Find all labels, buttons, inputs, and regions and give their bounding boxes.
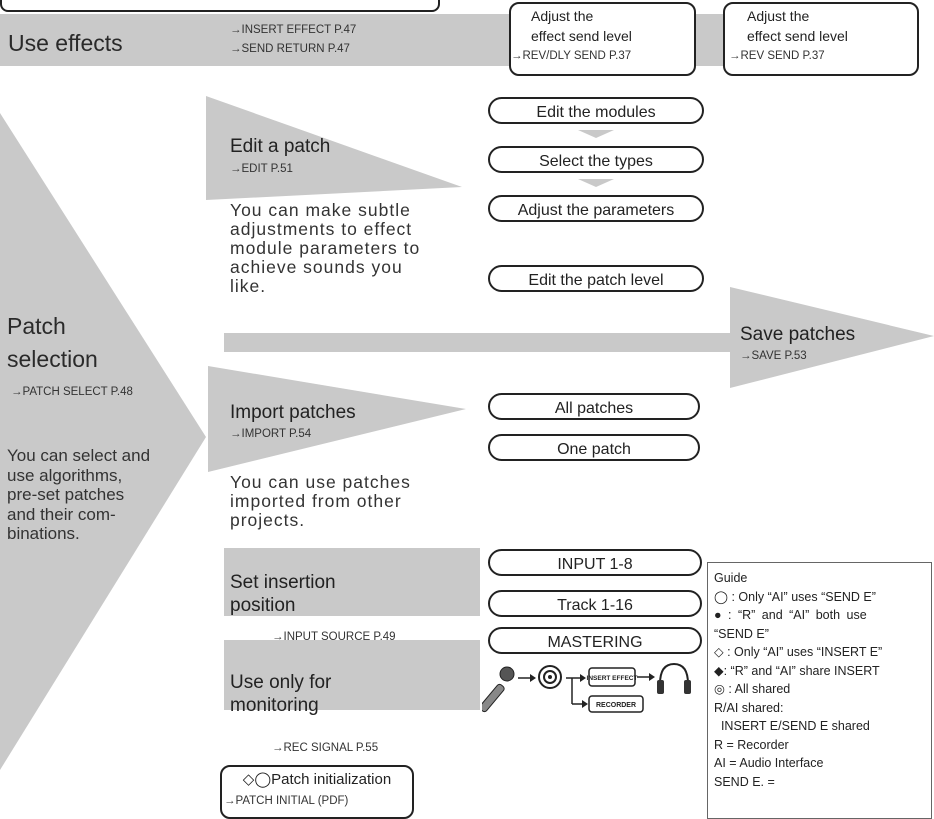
arrow-icon <box>637 673 655 681</box>
patch-desc-line: and their com- <box>7 504 116 524</box>
send-level-box-2: Adjust the effect send level →REV SEND P… <box>723 2 919 76</box>
import-all-option: All patches <box>488 393 700 420</box>
signal-flow-diagram: INSERT EFFECT RECORDER <box>482 662 691 713</box>
edit-desc-line: You can make subtle <box>230 200 411 220</box>
recorder-label: RECORDER <box>596 702 636 709</box>
monitoring-arrow <box>224 640 480 710</box>
guide-line: ● : “R” and “AI” both use <box>714 608 867 622</box>
select-types-step: Select the types <box>488 146 704 173</box>
patch-desc-line: pre-set patches <box>7 485 125 504</box>
import-ref: →IMPORT P.54 <box>230 428 312 440</box>
guide-box: Guide ◯ : Only “AI” uses “SEND E” ● : “R… <box>707 562 932 819</box>
guide-line: SEND E. = <box>714 774 775 789</box>
patch-select-ref: →PATCH SELECT P.48 <box>11 386 133 398</box>
top-tab <box>0 0 440 12</box>
import-arrow <box>208 366 466 472</box>
import-desc-line: imported from other <box>230 491 402 511</box>
edit-arrow <box>206 96 462 200</box>
monitoring-title: Use only for monitoring <box>230 671 331 717</box>
track-option: Track 1-16 <box>488 590 702 617</box>
insertion-title-line2: position <box>230 595 296 616</box>
mastering-option: MASTERING <box>488 627 702 654</box>
input-jack-icon <box>538 665 562 689</box>
import-desc-line: projects. <box>230 510 306 530</box>
guide-line: ◇ : Only “AI” uses “INSERT E” <box>714 645 883 659</box>
import-one-option: One patch <box>488 434 700 461</box>
patch-description: You can select and use algorithms, pre-s… <box>7 446 150 544</box>
edit-description: You can make subtle adjustments to effec… <box>230 201 420 296</box>
monitoring-title-line1: Use only for <box>230 672 332 693</box>
edit-desc-line: achieve sounds you <box>230 257 403 277</box>
edit-desc-line: module parameters to <box>230 238 421 258</box>
patch-init-box: ◇◯Patch initialization →PATCH INITIAL (P… <box>220 765 414 819</box>
send-box-1-ref: →REV/DLY SEND P.37 <box>511 50 632 62</box>
recorder-box <box>588 695 644 713</box>
patch-title-line2: selection <box>7 346 98 372</box>
send-box-2-ref: →REV SEND P.37 <box>729 50 825 62</box>
monitoring-ref: →REC SIGNAL P.55 <box>272 742 379 754</box>
patch-selection-arrow <box>0 113 206 770</box>
import-title: Import patches <box>230 402 356 423</box>
headphones-icon <box>657 662 691 694</box>
edit-title: Edit a patch <box>230 136 331 157</box>
insertion-title-line1: Set insertion <box>230 572 336 593</box>
guide-line: AI = Audio Interface <box>714 756 824 770</box>
patch-init-label: ◇◯Patch initialization <box>242 771 392 788</box>
insertion-title: Set insertion position <box>230 571 336 617</box>
guide-line: Guide <box>714 571 748 585</box>
effects-ref-send: →SEND RETURN P.47 <box>230 43 350 55</box>
send-level-box-1: Adjust the effect send level →REV/DLY SE… <box>509 2 696 76</box>
send-box-1-line1: Adjust the <box>531 8 594 24</box>
send-box-2-line2: effect send level <box>747 28 848 44</box>
patch-title-line1: Patch <box>7 313 66 339</box>
insertion-ref: →INPUT SOURCE P.49 <box>272 631 396 643</box>
effects-ref-insert: →INSERT EFFECT P.47 <box>230 24 357 36</box>
guide-line: “SEND E” <box>714 626 769 641</box>
effects-title: Use effects <box>8 30 123 56</box>
edit-patch-level-step: Edit the patch level <box>488 265 704 292</box>
patch-selection-title: Patch selection <box>7 310 98 376</box>
edit-ref: →EDIT P.51 <box>230 163 293 175</box>
step-down-arrow-2 <box>578 179 614 187</box>
step-down-arrow-1 <box>578 130 614 138</box>
patch-desc-line: use algorithms, <box>7 465 123 485</box>
guide-line: R/AI shared: <box>714 700 784 715</box>
monitoring-title-line2: monitoring <box>230 695 319 716</box>
save-arrow <box>730 287 934 388</box>
microphone-icon <box>482 666 515 713</box>
guide-line: INSERT E/SEND E shared <box>714 719 870 733</box>
insertion-arrow <box>224 548 480 616</box>
patch-init-ref: →PATCH INITIAL (PDF) <box>224 795 349 807</box>
adjust-parameters-step: Adjust the parameters <box>488 195 704 222</box>
arrow-icon <box>518 674 536 682</box>
insert-effect-box <box>588 667 636 687</box>
send-box-2-line1: Adjust the <box>747 8 810 24</box>
import-description: You can use patches imported from other … <box>230 473 411 530</box>
save-ref: →SAVE P.53 <box>740 350 807 362</box>
insert-effect-label: INSERT EFFECT <box>587 675 638 682</box>
branch-lines <box>566 674 588 708</box>
edit-desc-line: like. <box>230 276 267 296</box>
edit-modules-step: Edit the modules <box>488 97 704 124</box>
edit-desc-line: adjustments to effect <box>230 219 413 239</box>
import-desc-line: You can use patches <box>230 472 411 492</box>
send-box-1-line2: effect send level <box>531 28 632 44</box>
save-title: Save patches <box>740 324 856 345</box>
save-band <box>224 333 744 352</box>
patch-desc-line: binations. <box>7 524 80 543</box>
guide-line: ◆: “R” and “AI” share INSERT <box>714 663 880 678</box>
guide-line: R = Recorder <box>714 737 789 752</box>
guide-line: ◯ : Only “AI” uses “SEND E” <box>714 589 876 604</box>
input-option: INPUT 1-8 <box>488 549 702 576</box>
guide-line: ◎ : All shared <box>714 682 791 696</box>
patch-desc-line: You can select and <box>7 446 151 465</box>
